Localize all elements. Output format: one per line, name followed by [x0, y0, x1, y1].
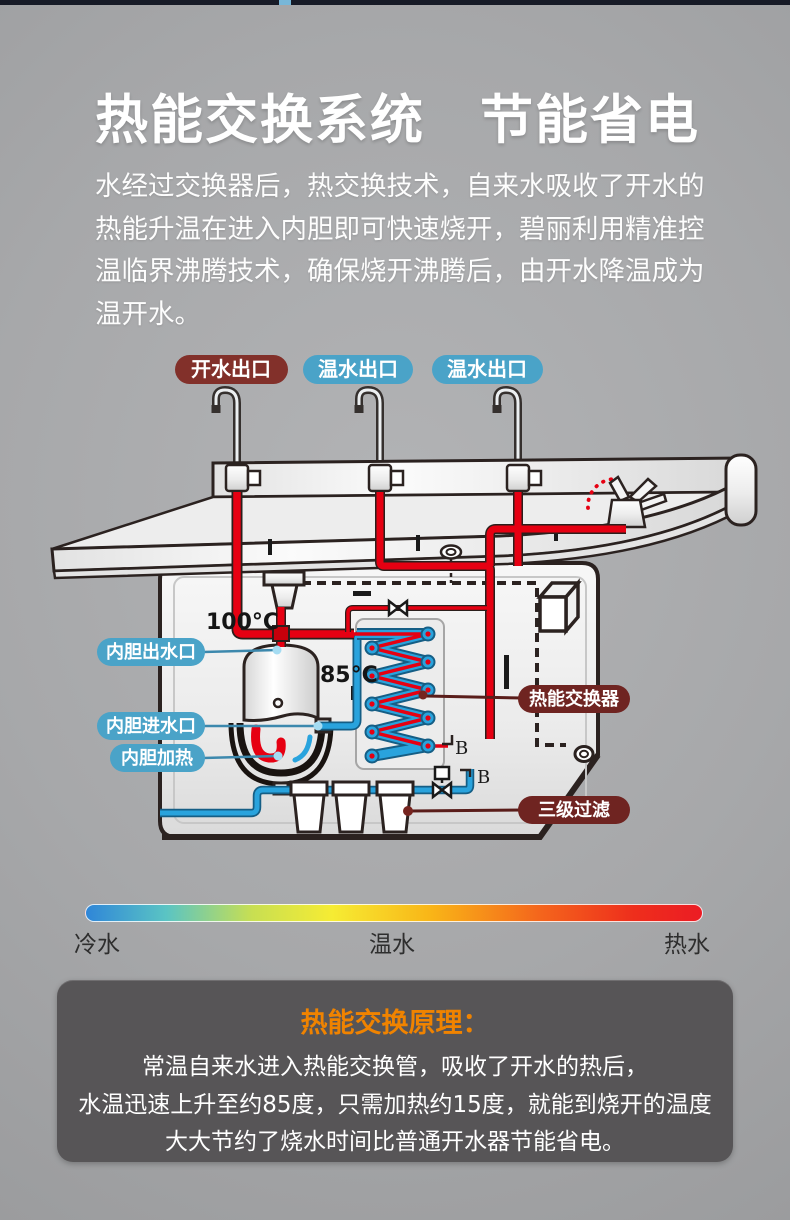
marker-b1: B — [455, 738, 468, 759]
boiling-outlet-pipe — [233, 492, 354, 638]
warm-outlet-label-1: 温水出口 — [318, 357, 398, 381]
hot-outlet-pill — [175, 355, 288, 384]
counter-top — [50, 453, 758, 583]
diagram-bar-mark — [504, 655, 509, 689]
faucet-mounts — [224, 463, 543, 493]
leader-lines — [202, 645, 523, 816]
filters-label: 三级过滤 — [538, 799, 610, 821]
principle-line-2: 水温迅速上升至约85度，只需加热约15度，就能到烧开的温度 — [78, 1091, 712, 1118]
connection-markers: B B — [442, 735, 490, 788]
hot-water-pipes — [231, 492, 626, 748]
tank-outlet-label: 内胆出水口 — [106, 641, 196, 663]
component-labels: 内胆出水口 内胆进水口 内胆加热 热能交换器 三级过滤 — [97, 638, 630, 824]
faucet-warm-1 — [354, 385, 384, 467]
machine-bottom-edge — [162, 753, 601, 840]
backsplash — [211, 456, 744, 499]
heat-exchanger-label: 热能交换器 — [529, 688, 620, 710]
legend-hot-label: 热水 — [664, 932, 710, 958]
steam-vent-funnel — [262, 570, 306, 610]
coil-end-caps — [364, 626, 436, 764]
legend-cold-label: 冷水 — [74, 932, 120, 958]
page-title: 热能交换系统 节能省电 — [95, 90, 700, 151]
principle-panel: 热能交换原理： 常温自来水进入热能交换管，吸收了开水的热后， 水温迅速上升至约8… — [57, 980, 733, 1162]
principle-line-1: 常温自来水进入热能交换管，吸收了开水的热后， — [142, 1054, 648, 1080]
warm-outlet-pill-1 — [303, 355, 413, 384]
marker-b2: B — [477, 767, 490, 788]
pipe-tee-joint — [272, 625, 290, 642]
filters-pill — [518, 796, 630, 824]
principle-title: 热能交换原理： — [300, 1008, 490, 1039]
valve-bottom — [431, 765, 453, 800]
warm-outlet-pipes — [376, 492, 626, 739]
tank-outlet-pill — [97, 638, 205, 666]
heater-bowl-inner — [236, 722, 326, 777]
heat-exchanger-pill — [518, 685, 630, 713]
power-cable-dashed — [302, 581, 566, 747]
hot-outlet-label: 开水出口 — [191, 357, 271, 381]
heating-element — [251, 724, 286, 763]
boiling-temp-label: 100°C — [206, 610, 279, 635]
top-divider-strip — [0, 0, 790, 5]
bypass-pipe — [346, 606, 487, 632]
cable-grommet-icon — [573, 745, 595, 763]
power-box-icon — [536, 578, 582, 636]
faucets — [211, 385, 522, 467]
tank-heater-label: 内胆加热 — [121, 747, 193, 769]
swivel-faucet — [586, 475, 668, 529]
tank-inlet-label: 内胆进水口 — [106, 715, 196, 737]
principle-line-3: 大大节约了烧水时间比普通开水器节能省电。 — [165, 1129, 625, 1155]
warm-outlet-label-2: 温水出口 — [447, 357, 527, 381]
swivel-arc-dotted — [586, 477, 617, 510]
top-strip-notch — [279, 0, 291, 5]
valve-top — [387, 598, 409, 618]
tank-blue-tube — [292, 734, 313, 763]
intro-paragraph: 水经过交换器后，热交换技术，自来水吸收了开水的热能升温在进入内胆即可快速烧开，碧… — [95, 171, 705, 330]
tank-inlet-pill — [97, 712, 205, 740]
filter-cartridges — [289, 780, 415, 834]
faucet-hot — [211, 385, 241, 467]
system-diagram: B B 开水出口 温水出口 温水 — [50, 355, 758, 840]
faucet-warm-2 — [492, 385, 522, 467]
legend-warm-label: 温水 — [369, 932, 415, 958]
preheat-temp-label: 85°C — [320, 663, 378, 688]
warm-outlet-pill-2 — [432, 355, 543, 384]
outlet-labels: 开水出口 温水出口 温水出口 — [175, 355, 543, 384]
counter-end-cap — [724, 453, 758, 527]
principle-body: 常温自来水进入热能交换管，吸收了开水的热后， 水温迅速上升至约85度，只需加热约… — [57, 1049, 733, 1162]
temperature-gradient-bar — [85, 904, 703, 922]
tank-heater-pill — [110, 744, 205, 772]
diagram-dash-mark — [353, 591, 371, 596]
